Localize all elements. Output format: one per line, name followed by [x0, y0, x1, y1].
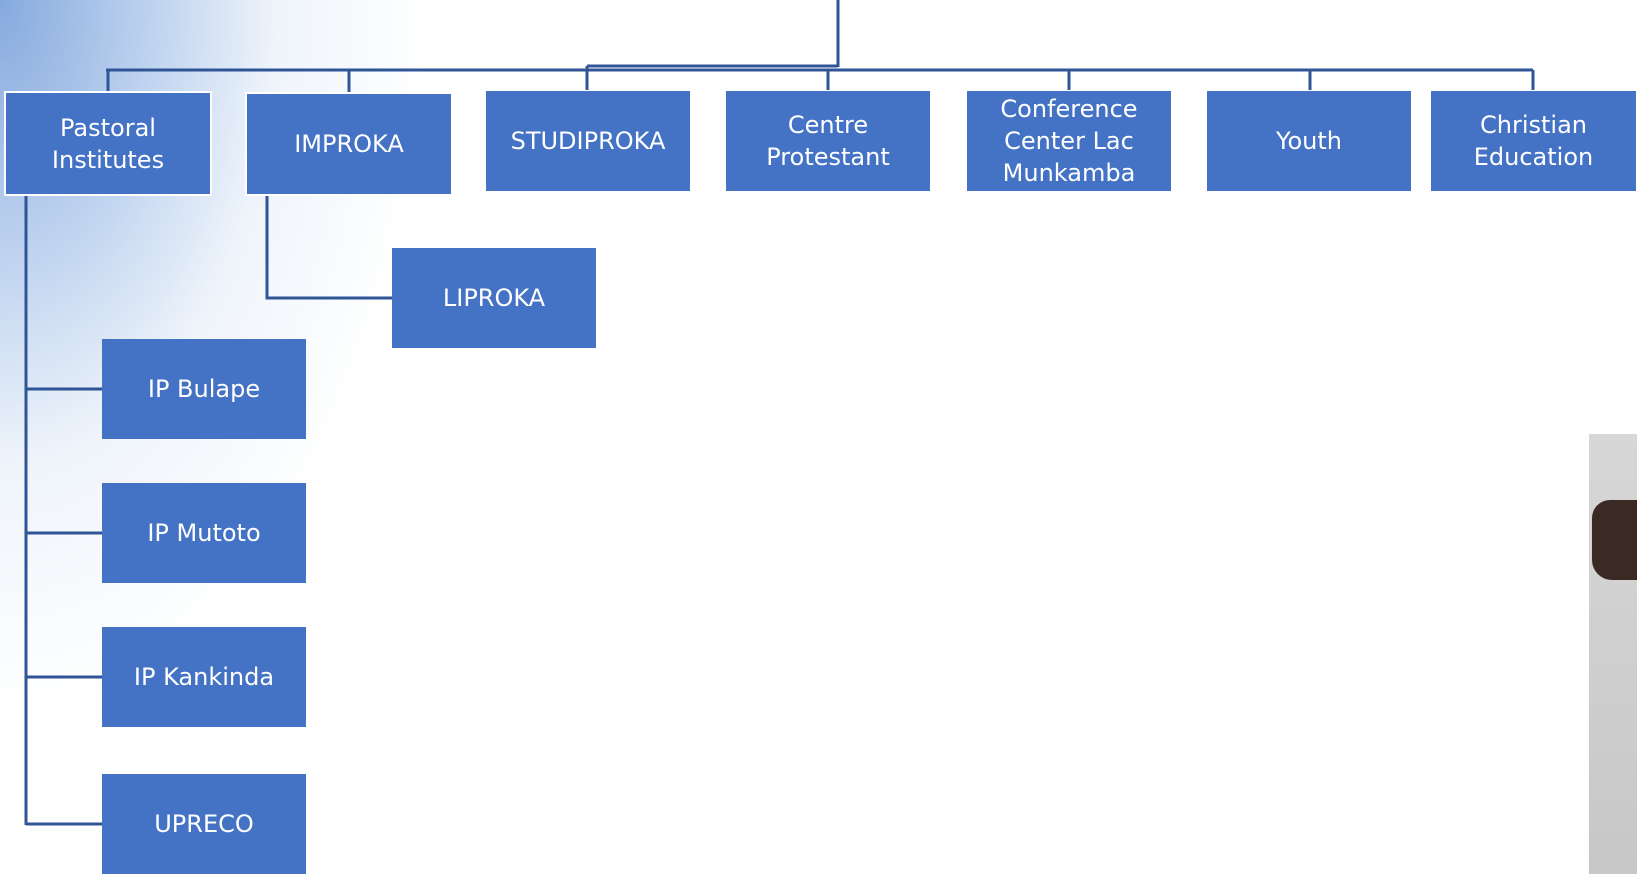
node-label: IMPROKA: [294, 130, 404, 158]
node-upreco: UPRECO: [102, 774, 306, 874]
node-ip-bulape: IP Bulape: [102, 339, 306, 439]
node-studiproka: STUDIPROKA: [486, 91, 690, 191]
node-label: Youth: [1276, 127, 1342, 155]
node-conference-center: Conference Center Lac Munkamba: [967, 91, 1171, 191]
node-ip-kankinda: IP Kankinda: [102, 627, 306, 727]
node-label: IP Bulape: [147, 375, 261, 403]
node-label: STUDIPROKA: [510, 127, 666, 155]
node-label: IP Kankinda: [133, 663, 275, 691]
node-centre-protestant: Centre Protestant: [726, 91, 930, 191]
node-label: UPRECO: [154, 810, 254, 838]
node-youth: Youth: [1207, 91, 1411, 191]
node-label: Conference Center Lac Munkamba: [1000, 95, 1138, 187]
node-label: Christian Education: [1473, 111, 1594, 171]
node-ip-mutoto: IP Mutoto: [102, 483, 306, 583]
node-liproka: LIPROKA: [392, 248, 596, 348]
node-label: IP Mutoto: [147, 519, 261, 547]
connector-liproka: [265, 195, 392, 300]
node-improka: IMPROKA: [245, 92, 453, 196]
node-label: Centre Protestant: [766, 111, 890, 171]
node-pastoral-institutes: Pastoral Institutes: [4, 91, 212, 196]
node-christian-education: Christian Education: [1431, 91, 1636, 191]
node-label: Pastoral Institutes: [51, 113, 165, 174]
cropped-photo-detail: [1592, 500, 1637, 580]
node-label: LIPROKA: [442, 284, 546, 312]
